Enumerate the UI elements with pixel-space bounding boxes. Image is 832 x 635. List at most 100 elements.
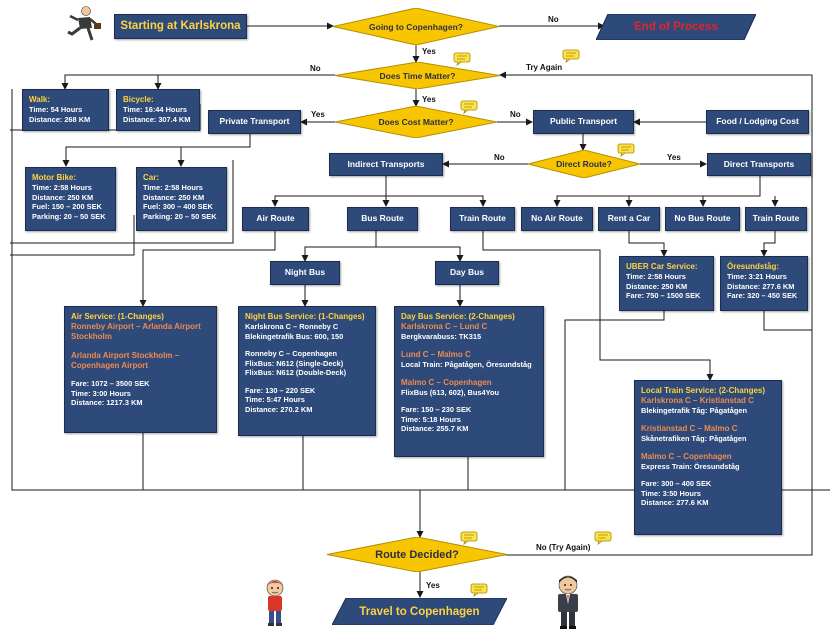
oresund-distance: Distance: 277.6 KM <box>727 281 795 291</box>
night-leg-2-detail-1: FlixBus: N612 (Single-Deck) <box>245 358 344 368</box>
speech-bubble-icon <box>453 52 471 66</box>
walk-distance: Distance: 268 KM <box>29 114 91 124</box>
edge-label-no-public: No <box>510 110 521 119</box>
oresund-time: Time: 3:21 Hours <box>727 272 787 282</box>
speech-bubble-icon <box>562 49 580 63</box>
food-lodging-box: Food / Lodging Cost <box>706 110 809 134</box>
edge-label-yes-travel: Yes <box>426 581 440 590</box>
private-transport-box: Private Transport <box>208 110 301 134</box>
day-leg-3-detail: FlixBus (613, 602), Bus4You <box>401 387 500 397</box>
edge-label-no-end: No <box>548 15 559 24</box>
local-train-title: Local Train Service: (2-Changes) <box>641 386 766 395</box>
decision-route-decided <box>327 537 507 572</box>
train-fare: Fare: 300 – 400 SEK <box>641 479 712 489</box>
day-bus-service-info: Day Bus Service: (2-Changes) Karlskrona … <box>394 306 544 457</box>
oresund-fare: Fare: 320 – 450 SEK <box>727 291 798 301</box>
uber-fare: Fare: 750 – 1500 SEK <box>626 291 701 301</box>
day-bus-box: Day Bus <box>435 261 499 285</box>
decision-direct-route <box>528 150 640 178</box>
night-bus-service-info: Night Bus Service: (1-Changes) Karlskron… <box>238 306 376 436</box>
day-leg-3: Malmo C – Copenhagen <box>401 377 492 387</box>
speech-bubble-icon <box>617 143 635 157</box>
direct-transports-box: Direct Transports <box>707 153 811 176</box>
oresund-title: Öresundståg: <box>727 262 780 271</box>
travel-label: Travel to Copenhagen <box>359 605 480 618</box>
edge-label-no-try-again: No (Try Again) <box>536 543 591 552</box>
walk-time: Time: 54 Hours <box>29 105 83 115</box>
day-leg-2-detail: Local Train: Pågatågen, Öresundståg <box>401 360 532 370</box>
bicycle-distance: Distance: 307.4 KM <box>123 114 191 124</box>
air-fare: Fare: 1072 – 3500 SEK <box>71 379 150 389</box>
uber-info: UBER Car Service: Time: 2:58 Hours Dista… <box>619 256 714 311</box>
travel-to-copenhagen: Travel to Copenhagen <box>332 598 507 625</box>
train-leg-3: Malmo C – Copenhagen <box>641 451 732 461</box>
start-box: Starting at Karlskrona <box>114 14 247 39</box>
edge-label-try-again: Try Again <box>526 63 563 72</box>
no-air-route-box: No Air Route <box>521 207 593 231</box>
air-leg-1: Ronneby Airport – Arlanda Airport Stockh… <box>71 322 201 342</box>
motorbike-parking: Parking: 20 – 50 SEK <box>32 211 106 221</box>
businessman-figure-icon <box>558 575 578 629</box>
air-service-title: Air Service: (1-Changes) <box>71 312 164 321</box>
bicycle-time: Time: 16:44 Hours <box>123 105 187 115</box>
running-man-icon <box>67 6 101 41</box>
air-leg-2: Arlanda Airport Stockholm – Copenhagen A… <box>71 350 180 370</box>
walk-info: Walk: Time: 54 Hours Distance: 268 KM <box>22 89 109 131</box>
train-leg-3-detail: Express Train: Öresundståg <box>641 461 740 471</box>
train-route-direct-box: Train Route <box>745 207 807 231</box>
walk-title: Walk: <box>29 95 51 104</box>
train-time: Time: 3:50 Hours <box>641 488 701 498</box>
boy-figure-icon <box>266 579 284 626</box>
speech-bubble-icon <box>460 531 478 545</box>
train-leg-1: Karlskrona C – Kristianstad C <box>641 396 754 406</box>
night-leg-2: Ronneby C – Copenhagen <box>245 349 337 359</box>
night-leg-2-detail-2: FlixBus: N612 (Double-Deck) <box>245 368 347 378</box>
air-time: Time: 3:00 Hours <box>71 388 131 398</box>
train-route-box: Train Route <box>450 207 515 231</box>
car-distance: Distance: 250 KM <box>143 192 205 202</box>
decision-cost-matter <box>335 106 497 138</box>
decision-time-matter <box>335 62 500 89</box>
indirect-transports-box: Indirect Transports <box>329 153 443 176</box>
bicycle-info: Bicycle: Time: 16:44 Hours Distance: 307… <box>116 89 200 131</box>
car-parking: Parking: 20 – 50 SEK <box>143 211 217 221</box>
car-title: Car: <box>143 173 160 182</box>
edge-label-yes-private: Yes <box>311 110 325 119</box>
car-time: Time: 2:58 Hours <box>143 183 203 193</box>
day-leg-2: Lund C – Malmo C <box>401 349 471 359</box>
edge-label-yes-direct: Yes <box>667 153 681 162</box>
local-train-service-info: Local Train Service: (2-Changes) Karlskr… <box>634 380 782 535</box>
day-leg-1: Karlskrona C – Lund C <box>401 322 488 332</box>
edge-label-no-walk: No <box>310 64 321 73</box>
motorbike-title: Motor Bike: <box>32 173 76 182</box>
day-service-title: Day Bus Service: (2-Changes) <box>401 312 515 321</box>
air-service-info: Air Service: (1-Changes) Ronneby Airport… <box>64 306 217 433</box>
edge-label-no-indirect: No <box>494 153 505 162</box>
night-service-title: Night Bus Service: (1-Changes) <box>245 312 365 321</box>
train-leg-2-detail: Skånetrafiken Tåg: Pågatågen <box>641 434 747 444</box>
night-leg-1: Karlskrona C – Ronneby C <box>245 322 339 332</box>
uber-time: Time: 2:58 Hours <box>626 272 686 282</box>
night-time: Time: 5:47 Hours <box>245 395 305 405</box>
day-distance: Distance: 255.7 KM <box>401 424 469 434</box>
edge-label-yes-cost: Yes <box>422 95 436 104</box>
bus-route-box: Bus Route <box>347 207 418 231</box>
motorbike-distance: Distance: 250 KM <box>32 192 94 202</box>
car-fuel: Fuel: 300 – 400 SEK <box>143 202 213 212</box>
uber-distance: Distance: 250 KM <box>626 281 688 291</box>
decision-going-to-copenhagen <box>333 8 499 45</box>
public-transport-box: Public Transport <box>533 110 634 134</box>
train-leg-1-detail: Blekingetrafik Tåg: Pågatågen <box>641 406 747 416</box>
motorbike-fuel: Fuel: 150 – 200 SEK <box>32 202 102 212</box>
night-bus-box: Night Bus <box>270 261 340 285</box>
bicycle-title: Bicycle: <box>123 95 154 104</box>
end-of-process: End of Process <box>596 14 756 40</box>
night-distance: Distance: 270.2 KM <box>245 404 313 414</box>
end-of-process-label: End of Process <box>634 21 718 33</box>
day-time: Time: 5:18 Hours <box>401 414 461 424</box>
oresund-info: Öresundståg: Time: 3:21 Hours Distance: … <box>720 256 808 311</box>
night-fare: Fare: 130 – 220 SEK <box>245 385 316 395</box>
air-route-box: Air Route <box>242 207 309 231</box>
